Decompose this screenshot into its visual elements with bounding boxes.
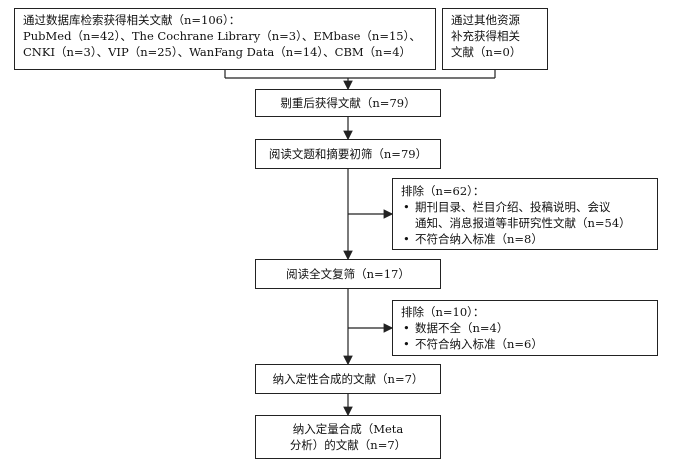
fulltext-box: 阅读全文复筛（n=17） [255,259,441,289]
other-sources-line-2: 补充获得相关 [451,29,520,43]
fulltext-text: 阅读全文复筛（n=17） [286,267,410,281]
title-abstract-box: 阅读文题和摘要初筛（n=79） [255,139,441,169]
bullet-marker: • [403,321,410,335]
exclusion-2-item-line: 数据不全（n=4） [415,321,509,335]
exclusion-box-2: 排除（n=10）： • 数据不全（n=4） • 不符合纳入标准（n=6） [392,300,658,356]
qualitative-synthesis-box: 纳入定性合成的文献（n=7） [255,364,441,394]
exclusion-2-item-line: 不符合纳入标准（n=6） [415,337,543,351]
database-line-1: 通过数据库检索获得相关文献（n=106）： [23,13,241,27]
deduplicated-text: 剔重后获得文献（n=79） [280,96,416,110]
exclusion-2-item: • 数据不全（n=4） [401,320,649,336]
exclusion-2-heading: 排除（n=10）： [401,305,485,319]
exclusion-2-item: • 不符合纳入标准（n=6） [401,336,649,352]
bullet-marker: • [403,200,410,214]
exclusion-1-heading: 排除（n=62）： [401,184,485,198]
database-line-2: PubMed（n=42）、The Cochrane Library（n=3）、E… [23,29,421,43]
meta-analysis-box: 纳入定量合成（Meta 分析）的文献（n=7） [255,415,441,459]
exclusion-1-item: • 不符合纳入标准（n=8） [401,231,649,247]
exclusion-1-item-line: 期刊目录、栏目介绍、投稿说明、会议 [415,200,611,214]
exclusion-1-item-line: 通知、消息报道等非研究性文献（n=54） [415,216,631,230]
database-line-3: CNKI（n=3）、VIP（n=25）、WanFang Data（n=14）、C… [23,45,412,59]
other-sources-line-1: 通过其他资源 [451,13,520,27]
meta-analysis-line-1: 纳入定量合成（Meta [292,422,404,436]
other-sources-box: 通过其他资源 补充获得相关 文献（n=0） [442,8,548,70]
qualitative-synthesis-text: 纳入定性合成的文献（n=7） [272,372,424,386]
title-abstract-text: 阅读文题和摘要初筛（n=79） [268,147,428,161]
exclusion-box-1: 排除（n=62）： • 期刊目录、栏目介绍、投稿说明、会议 通知、消息报道等非研… [392,178,658,250]
meta-analysis-text: 纳入定量合成（Meta 分析）的文献（n=7） [290,421,406,453]
exclusion-1-item: • 期刊目录、栏目介绍、投稿说明、会议 [401,199,649,215]
bullet-marker: • [403,232,410,246]
database-search-box: 通过数据库检索获得相关文献（n=106）： PubMed（n=42）、The C… [14,8,436,70]
meta-analysis-line-2: 分析）的文献（n=7） [289,438,407,452]
exclusion-1-item-line: 不符合纳入标准（n=8） [415,232,543,246]
deduplicated-box: 剔重后获得文献（n=79） [255,89,441,117]
other-sources-line-3: 文献（n=0） [451,45,522,59]
bullet-marker: • [403,337,410,351]
